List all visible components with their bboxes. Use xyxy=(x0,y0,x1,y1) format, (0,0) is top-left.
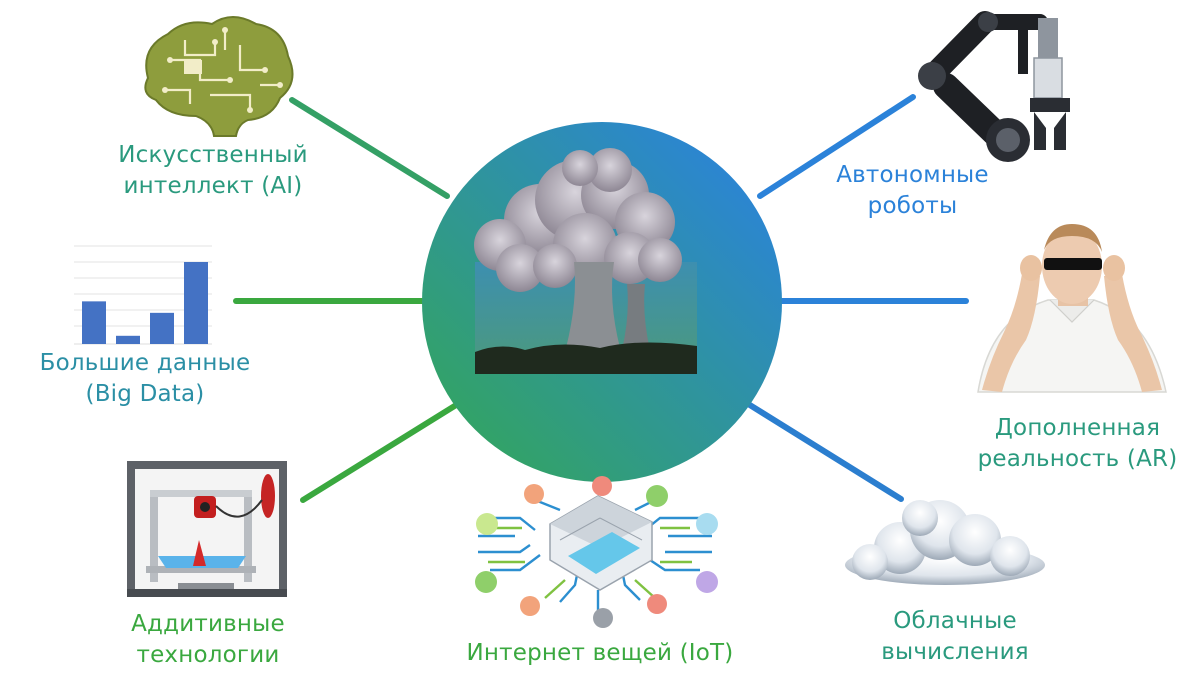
node-cloud-label-line1: Облачные xyxy=(893,608,1017,634)
brain-circuit-icon xyxy=(144,16,294,137)
bar-chart-icon-bar xyxy=(184,262,208,344)
bar-chart-icon xyxy=(74,245,212,345)
node-iot-label-line1: Интернет вещей (IoT) xyxy=(466,640,734,666)
3d-printer-icon xyxy=(127,461,287,597)
node-additive-label-line2: технологии xyxy=(136,642,280,668)
node-robots-label-line2: роботы xyxy=(867,193,958,219)
connector-additive xyxy=(300,399,464,503)
node-additive-label: Аддитивные технологии xyxy=(88,609,328,671)
node-cloud-label: Облачные вычисления xyxy=(840,606,1070,668)
node-cloud-label-line2: вычисления xyxy=(881,639,1029,665)
node-ar-label-line1: Дополненная xyxy=(994,415,1161,441)
node-bigdata-label-line1: Большие данные xyxy=(39,350,251,376)
connector-ai xyxy=(289,97,450,199)
node-ai-label-line2: интеллект (AI) xyxy=(123,173,303,199)
connector-cloud xyxy=(742,399,904,502)
smart-house-icon xyxy=(475,476,718,628)
robot-arm-icon xyxy=(918,11,1070,162)
cooling-towers-photo xyxy=(474,148,697,374)
node-bigdata-label: Большие данные (Big Data) xyxy=(10,348,280,410)
node-ai-label: Искусственный интеллект (AI) xyxy=(88,140,338,202)
bar-chart-icon-bar xyxy=(116,335,140,344)
node-robots-label-line1: Автономные xyxy=(836,162,989,188)
bar-chart-icon-bar xyxy=(150,312,174,344)
node-bigdata-label-line2: (Big Data) xyxy=(85,381,205,407)
node-ar-label-line2: реальность (AR) xyxy=(977,446,1178,472)
ar-glasses-person-icon xyxy=(977,224,1167,393)
connector-robots xyxy=(757,94,916,199)
node-robots-label: Автономные роботы xyxy=(800,160,1025,222)
bar-chart-icon-bar xyxy=(82,301,106,344)
node-additive-label-line1: Аддитивные xyxy=(131,611,285,637)
cloud-icon xyxy=(845,500,1045,585)
node-ar-label: Дополненная реальность (AR) xyxy=(955,413,1200,475)
node-ai-label-line1: Искусственный xyxy=(118,142,308,168)
node-iot-label: Интернет вещей (IoT) xyxy=(430,638,770,669)
